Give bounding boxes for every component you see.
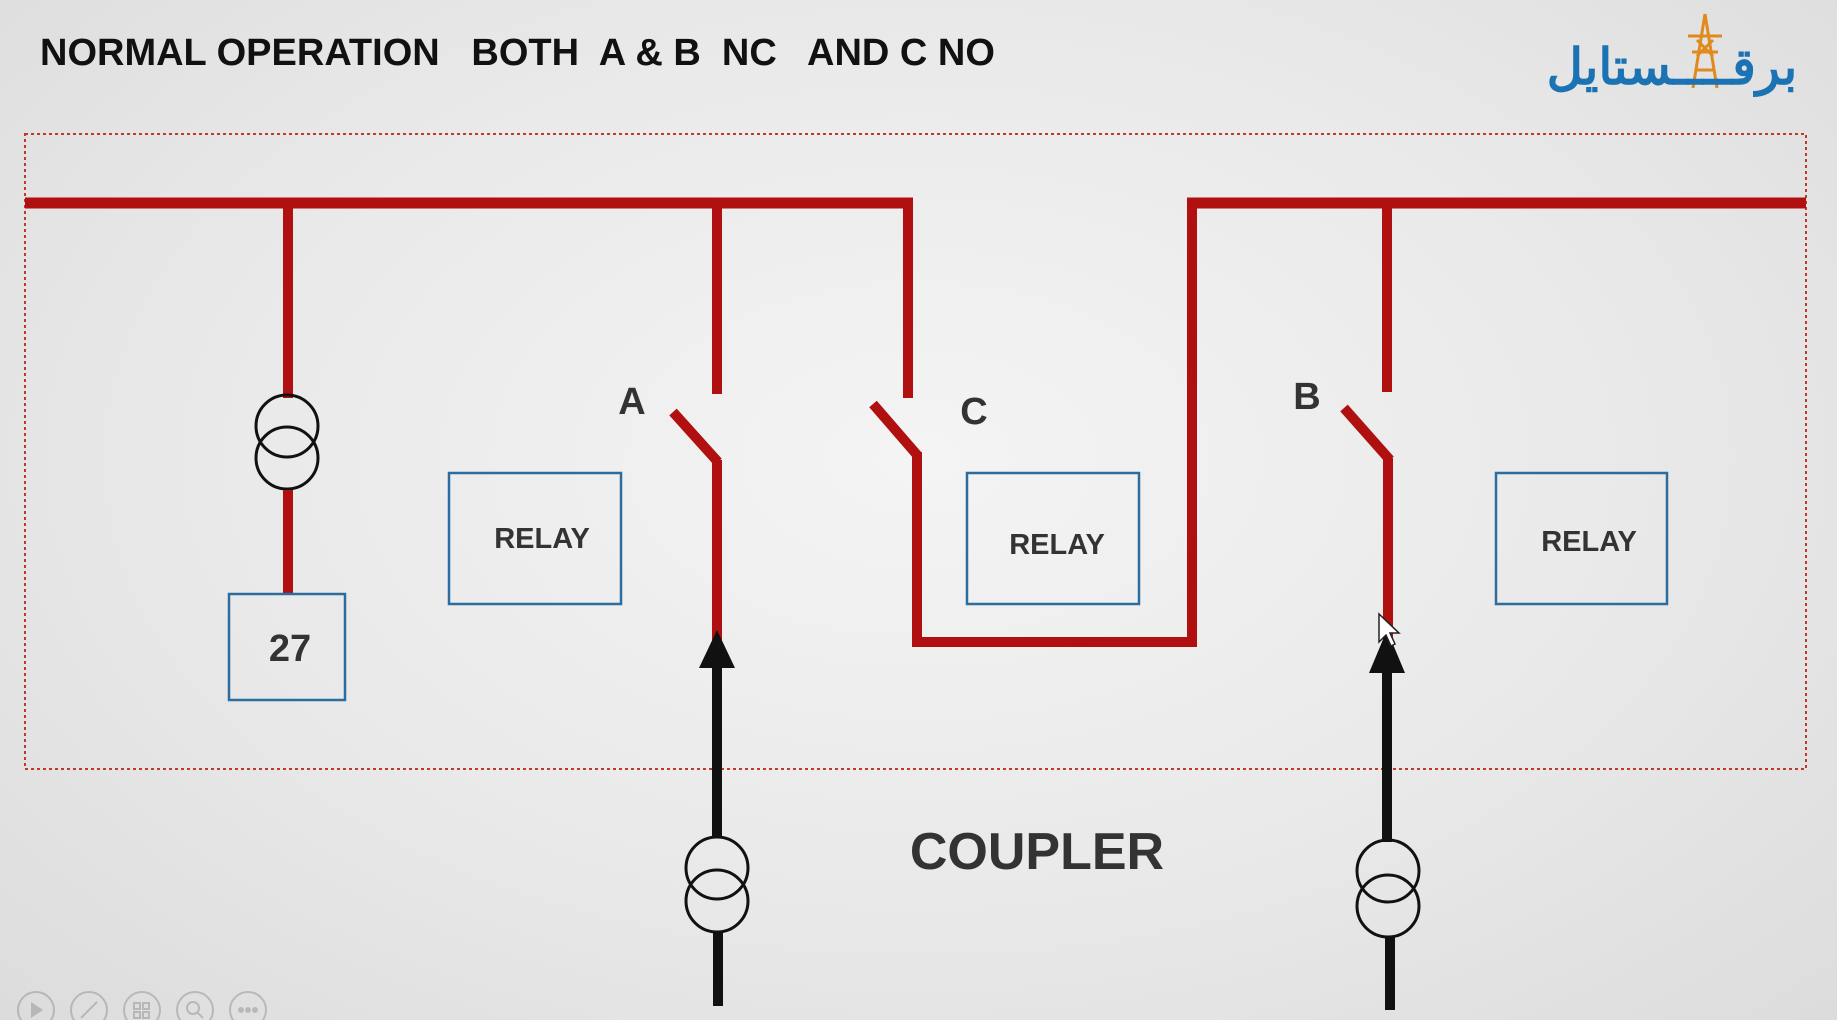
logo-text: برقــــستایل xyxy=(1547,39,1798,97)
slideshow-play-icon[interactable] xyxy=(17,991,55,1020)
slides-grid-icon[interactable] xyxy=(123,991,161,1020)
breaker-c xyxy=(869,198,1197,647)
slide-title: NORMAL OPERATION BOTH A & B NC AND C NO xyxy=(40,32,995,74)
breaker-a-label: A xyxy=(618,381,645,423)
breaker-c-label: C xyxy=(960,391,987,433)
coupler-panel xyxy=(24,133,1807,770)
zoom-icon[interactable] xyxy=(176,991,214,1020)
relay-1: RELAY xyxy=(447,471,623,606)
arrow-up-icon xyxy=(1369,630,1405,673)
relay-3: RELAY xyxy=(1494,471,1669,606)
logo: برقــــستایل xyxy=(1547,13,1798,97)
feeder-a xyxy=(684,630,750,1006)
breaker-a xyxy=(669,203,722,640)
arrow-up-icon xyxy=(699,630,735,668)
breaker-b-label: B xyxy=(1293,376,1320,418)
relay-1-label: RELAY xyxy=(494,523,590,555)
vt-symbol-icon xyxy=(254,393,320,459)
device-27-label: 27 xyxy=(269,628,311,670)
relay-2: RELAY xyxy=(965,471,1141,606)
slideshow-toolbar xyxy=(17,991,267,1020)
more-icon[interactable] xyxy=(229,991,267,1020)
ct-symbol-icon xyxy=(1355,838,1421,904)
ct-symbol-icon xyxy=(684,835,750,901)
voltage-transformer-branch: 27 xyxy=(227,203,347,702)
mouse-cursor-icon xyxy=(1378,612,1401,648)
device-27-box xyxy=(227,592,347,702)
coupler-label: COUPLER xyxy=(910,823,1164,881)
relay-3-label: RELAY xyxy=(1541,526,1637,558)
breaker-b xyxy=(1340,203,1394,640)
pen-icon[interactable] xyxy=(70,991,108,1020)
tower-icon xyxy=(1688,13,1722,89)
relay-2-label: RELAY xyxy=(1009,529,1105,561)
feeder-b xyxy=(1355,630,1421,1010)
